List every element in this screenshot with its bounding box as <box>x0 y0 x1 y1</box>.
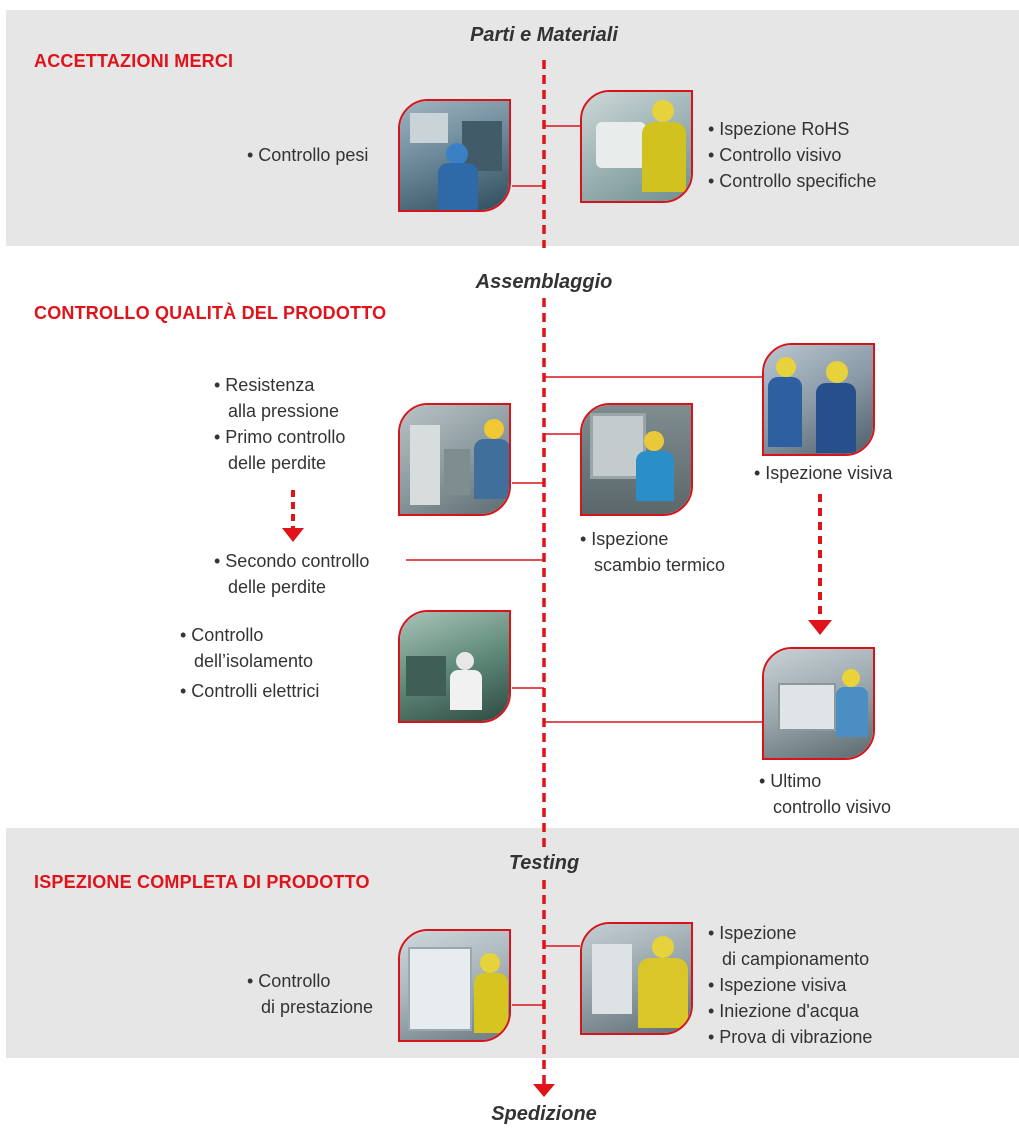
incoming-section-band <box>6 10 1019 246</box>
item-heat-exchange: • Ispezione <box>580 529 669 549</box>
item-pressure-resistance-cont: alla pressione <box>228 401 340 421</box>
heat-exchange-list: • Ispezione scambio termico <box>580 526 725 578</box>
stage-assembly: Assemblaggio <box>475 271 613 293</box>
end-arrow-head <box>533 1084 555 1097</box>
item-first-leak: • Primo controllo <box>214 427 346 447</box>
item-first-leak-cont: delle perdite <box>228 453 327 473</box>
item-sampling-cont: di campionamento <box>722 949 870 969</box>
item-insulation: • Controllo <box>180 625 264 645</box>
photo-weight-check <box>398 99 511 212</box>
insulation-list: • Controllo dell’isolamento • Controlli … <box>180 622 319 704</box>
item-performance-cont: di prestazione <box>261 997 374 1017</box>
item-final-visual: • Ultimo <box>759 771 822 791</box>
performance-list: • Controllo di prestazione <box>247 968 373 1020</box>
item-insulation-cont: dell’isolamento <box>194 651 314 671</box>
item-visual-inspection: • Ispezione visiva <box>754 463 893 483</box>
second-leak-list: • Secondo controllo delle perdite <box>214 548 369 600</box>
section-full-inspection: ISPEZIONE COMPLETA DI PRODOTTO <box>34 872 370 892</box>
item-spec-check: • Controllo specifiche <box>708 171 877 191</box>
photo-final-visual-check <box>762 647 875 760</box>
visual-inspection-list: • Ispezione visiva <box>754 460 892 486</box>
item-sampling: • Ispezione <box>708 923 797 943</box>
item-second-leak-cont: delle perdite <box>228 577 327 597</box>
leak-arrow-head <box>282 528 304 542</box>
item-pressure-resistance: • Resistenza <box>214 375 315 395</box>
sampling-list: • Ispezione di campionamento • Ispezione… <box>708 920 872 1050</box>
item-final-visual-cont: controllo visivo <box>773 797 892 817</box>
item-water-injection: • Iniezione d'acqua <box>708 1001 859 1021</box>
incoming-right-list: • Ispezione RoHS • Controllo visivo • Co… <box>708 116 876 194</box>
photo-pressure-test <box>398 403 511 516</box>
item-vibration: • Prova di vibrazione <box>708 1027 873 1047</box>
item-electrical: • Controlli elettrici <box>180 681 320 701</box>
item-visual: • Ispezione visiva <box>708 975 847 995</box>
stage-parts-materials: Parti e Materiali <box>470 24 618 46</box>
incoming-left-list: • Controllo pesi <box>247 142 368 168</box>
item-visual-check: • Controllo visivo <box>708 145 842 165</box>
item-second-leak: • Secondo controllo <box>214 551 370 571</box>
section-quality-control: CONTROLLO QUALITÀ DEL PRODOTTO <box>34 303 387 323</box>
item-performance: • Controllo <box>247 971 331 991</box>
visual-arrow-head <box>808 620 832 635</box>
item-weight-check: • Controllo pesi <box>247 145 369 165</box>
photo-insulation-test <box>398 610 511 723</box>
photo-heat-exchange <box>580 403 693 516</box>
photo-visual-inspection <box>762 343 875 456</box>
photo-performance-test <box>398 929 511 1042</box>
final-visual-list: • Ultimo controllo visivo <box>759 768 891 820</box>
stage-testing: Testing <box>508 852 580 874</box>
item-heat-exchange-cont: scambio termico <box>594 555 726 575</box>
inspection-section-band <box>6 828 1019 1058</box>
photo-rohs-inspection <box>580 90 693 203</box>
item-rohs: • Ispezione RoHS <box>708 119 850 139</box>
pressure-leak-list: • Resistenza alla pressione • Primo cont… <box>214 372 345 476</box>
section-incoming-goods: ACCETTAZIONI MERCI <box>34 51 234 71</box>
stage-shipping: Spedizione <box>491 1103 597 1125</box>
photo-sampling-inspection <box>580 922 693 1035</box>
